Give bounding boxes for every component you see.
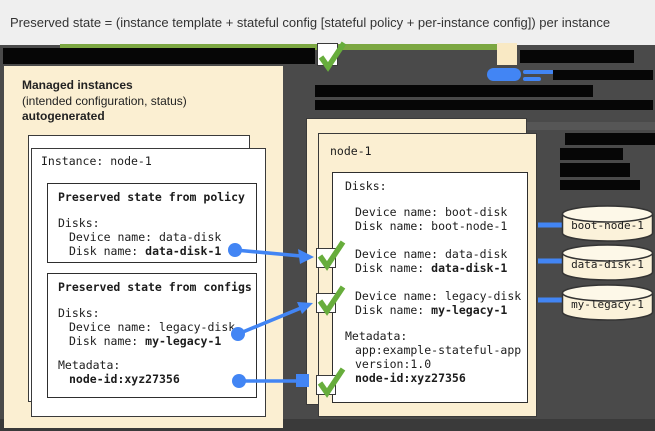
disk-cylinder-icon [561, 244, 654, 281]
panel-subtitle2: autogenerated [22, 109, 105, 123]
redacted-text-bar [553, 70, 653, 80]
legend-green-bar [60, 44, 497, 50]
configs-state-metadata: Metadata: node-id:xyz27356 [58, 358, 180, 386]
policy-state-box [47, 183, 257, 263]
formula-banner: Preserved state = (instance template + s… [0, 0, 655, 45]
disk-name-line: Disk name: boot-node-1 [355, 219, 508, 233]
redacted-text-band [527, 122, 655, 130]
formula-text: Preserved state = (instance template + s… [10, 15, 611, 30]
legend-blue-line-icon [523, 70, 554, 74]
device-name-line: Device name: boot-disk [355, 205, 508, 219]
disk-cylinder-label: my-legacy-1 [571, 298, 644, 311]
disks-label: Disks: [345, 179, 387, 193]
disk-row-boot: Device name: boot-disk Disk name: boot-n… [355, 205, 507, 233]
metadata-label: Metadata: [345, 329, 408, 343]
configs-state-title: Preserved state from configs [58, 280, 252, 294]
configs-state-disks: Disks: Device name: legacy-disk Disk nam… [58, 306, 235, 348]
metadata-label: Metadata: [58, 358, 121, 372]
vm-title: node-1 [330, 144, 372, 158]
redacted-text-bar [315, 85, 593, 97]
legend-checkbox-icon [317, 43, 338, 66]
disk-cylinder-boot: boot-node-1 [561, 204, 654, 243]
metadata-version-line: version:1.0 [355, 357, 432, 371]
disk-name-line: Disk name: data-disk-1 [355, 261, 508, 275]
device-name-line: Device name: data-disk [69, 230, 222, 244]
disk-row-legacy: Device name: legacy-disk Disk name: my-l… [355, 289, 521, 317]
redacted-text-bar [565, 133, 655, 145]
disks-label: Disks: [58, 216, 100, 230]
panel-title: Managed instances [22, 78, 133, 92]
vm-disks-box [332, 172, 528, 403]
policy-state-disks: Disks: Device name: data-disk Disk name:… [58, 216, 221, 258]
disk-name-line: Disk name: my-legacy-1 [69, 334, 222, 348]
instance-card-title: Instance: node-1 [41, 154, 152, 168]
managed-instances-header: Managed instances (intended configuratio… [22, 78, 187, 125]
redacted-text-bar [560, 163, 630, 177]
metadata-app-line: app:example-stateful-app [355, 343, 522, 357]
vm-metadata: app:example-stateful-app version:1.0 nod… [355, 343, 521, 385]
legend-blue-line-icon [523, 77, 541, 81]
disk-cylinder-label: boot-node-1 [571, 219, 644, 232]
legend-blue-connector-icon [487, 68, 521, 81]
disk-name-value: data-disk-1 [145, 244, 222, 258]
redacted-text-bar [560, 148, 623, 160]
checkbox-data-disk [316, 248, 336, 268]
disk-name-line: Disk name: my-legacy-1 [355, 303, 508, 317]
disk-cylinder-label: data-disk-1 [571, 258, 644, 271]
configs-state-box [47, 273, 257, 398]
panel-subtitle: (intended configuration, status) [22, 93, 187, 108]
disk-cylinder-legacy: my-legacy-1 [561, 283, 654, 322]
disk-name-line: Disk name: data-disk-1 [69, 244, 222, 258]
redacted-text-bar [560, 180, 640, 190]
disk-name-value: boot-node-1 [431, 219, 508, 233]
policy-state-title: Preserved state from policy [58, 190, 245, 204]
disk-name-value: my-legacy-1 [145, 334, 222, 348]
disks-label: Disks: [58, 306, 100, 320]
device-name-line: Device name: data-disk [355, 247, 508, 261]
disk-cylinder-icon [561, 205, 654, 242]
disk-cylinder-icon [561, 284, 654, 321]
redacted-text-bar [315, 100, 653, 110]
device-name-line: Device name: legacy-disk [69, 320, 236, 334]
checkbox-legacy-disk [316, 293, 336, 313]
disk-name-value: my-legacy-1 [431, 303, 508, 317]
disk-row-data: Device name: data-disk Disk name: data-d… [355, 247, 507, 275]
metadata-value: node-id:xyz27356 [69, 372, 180, 386]
redacted-text-bar [520, 50, 634, 63]
disk-name-value: data-disk-1 [431, 261, 508, 275]
metadata-node-id-line: node-id:xyz27356 [355, 371, 466, 385]
disk-cylinder-data: data-disk-1 [561, 243, 654, 282]
legend-disk-swatch-icon [497, 43, 517, 65]
redacted-text-bar [3, 48, 315, 64]
device-name-line: Device name: legacy-disk [355, 289, 522, 303]
checkbox-metadata [316, 375, 336, 395]
